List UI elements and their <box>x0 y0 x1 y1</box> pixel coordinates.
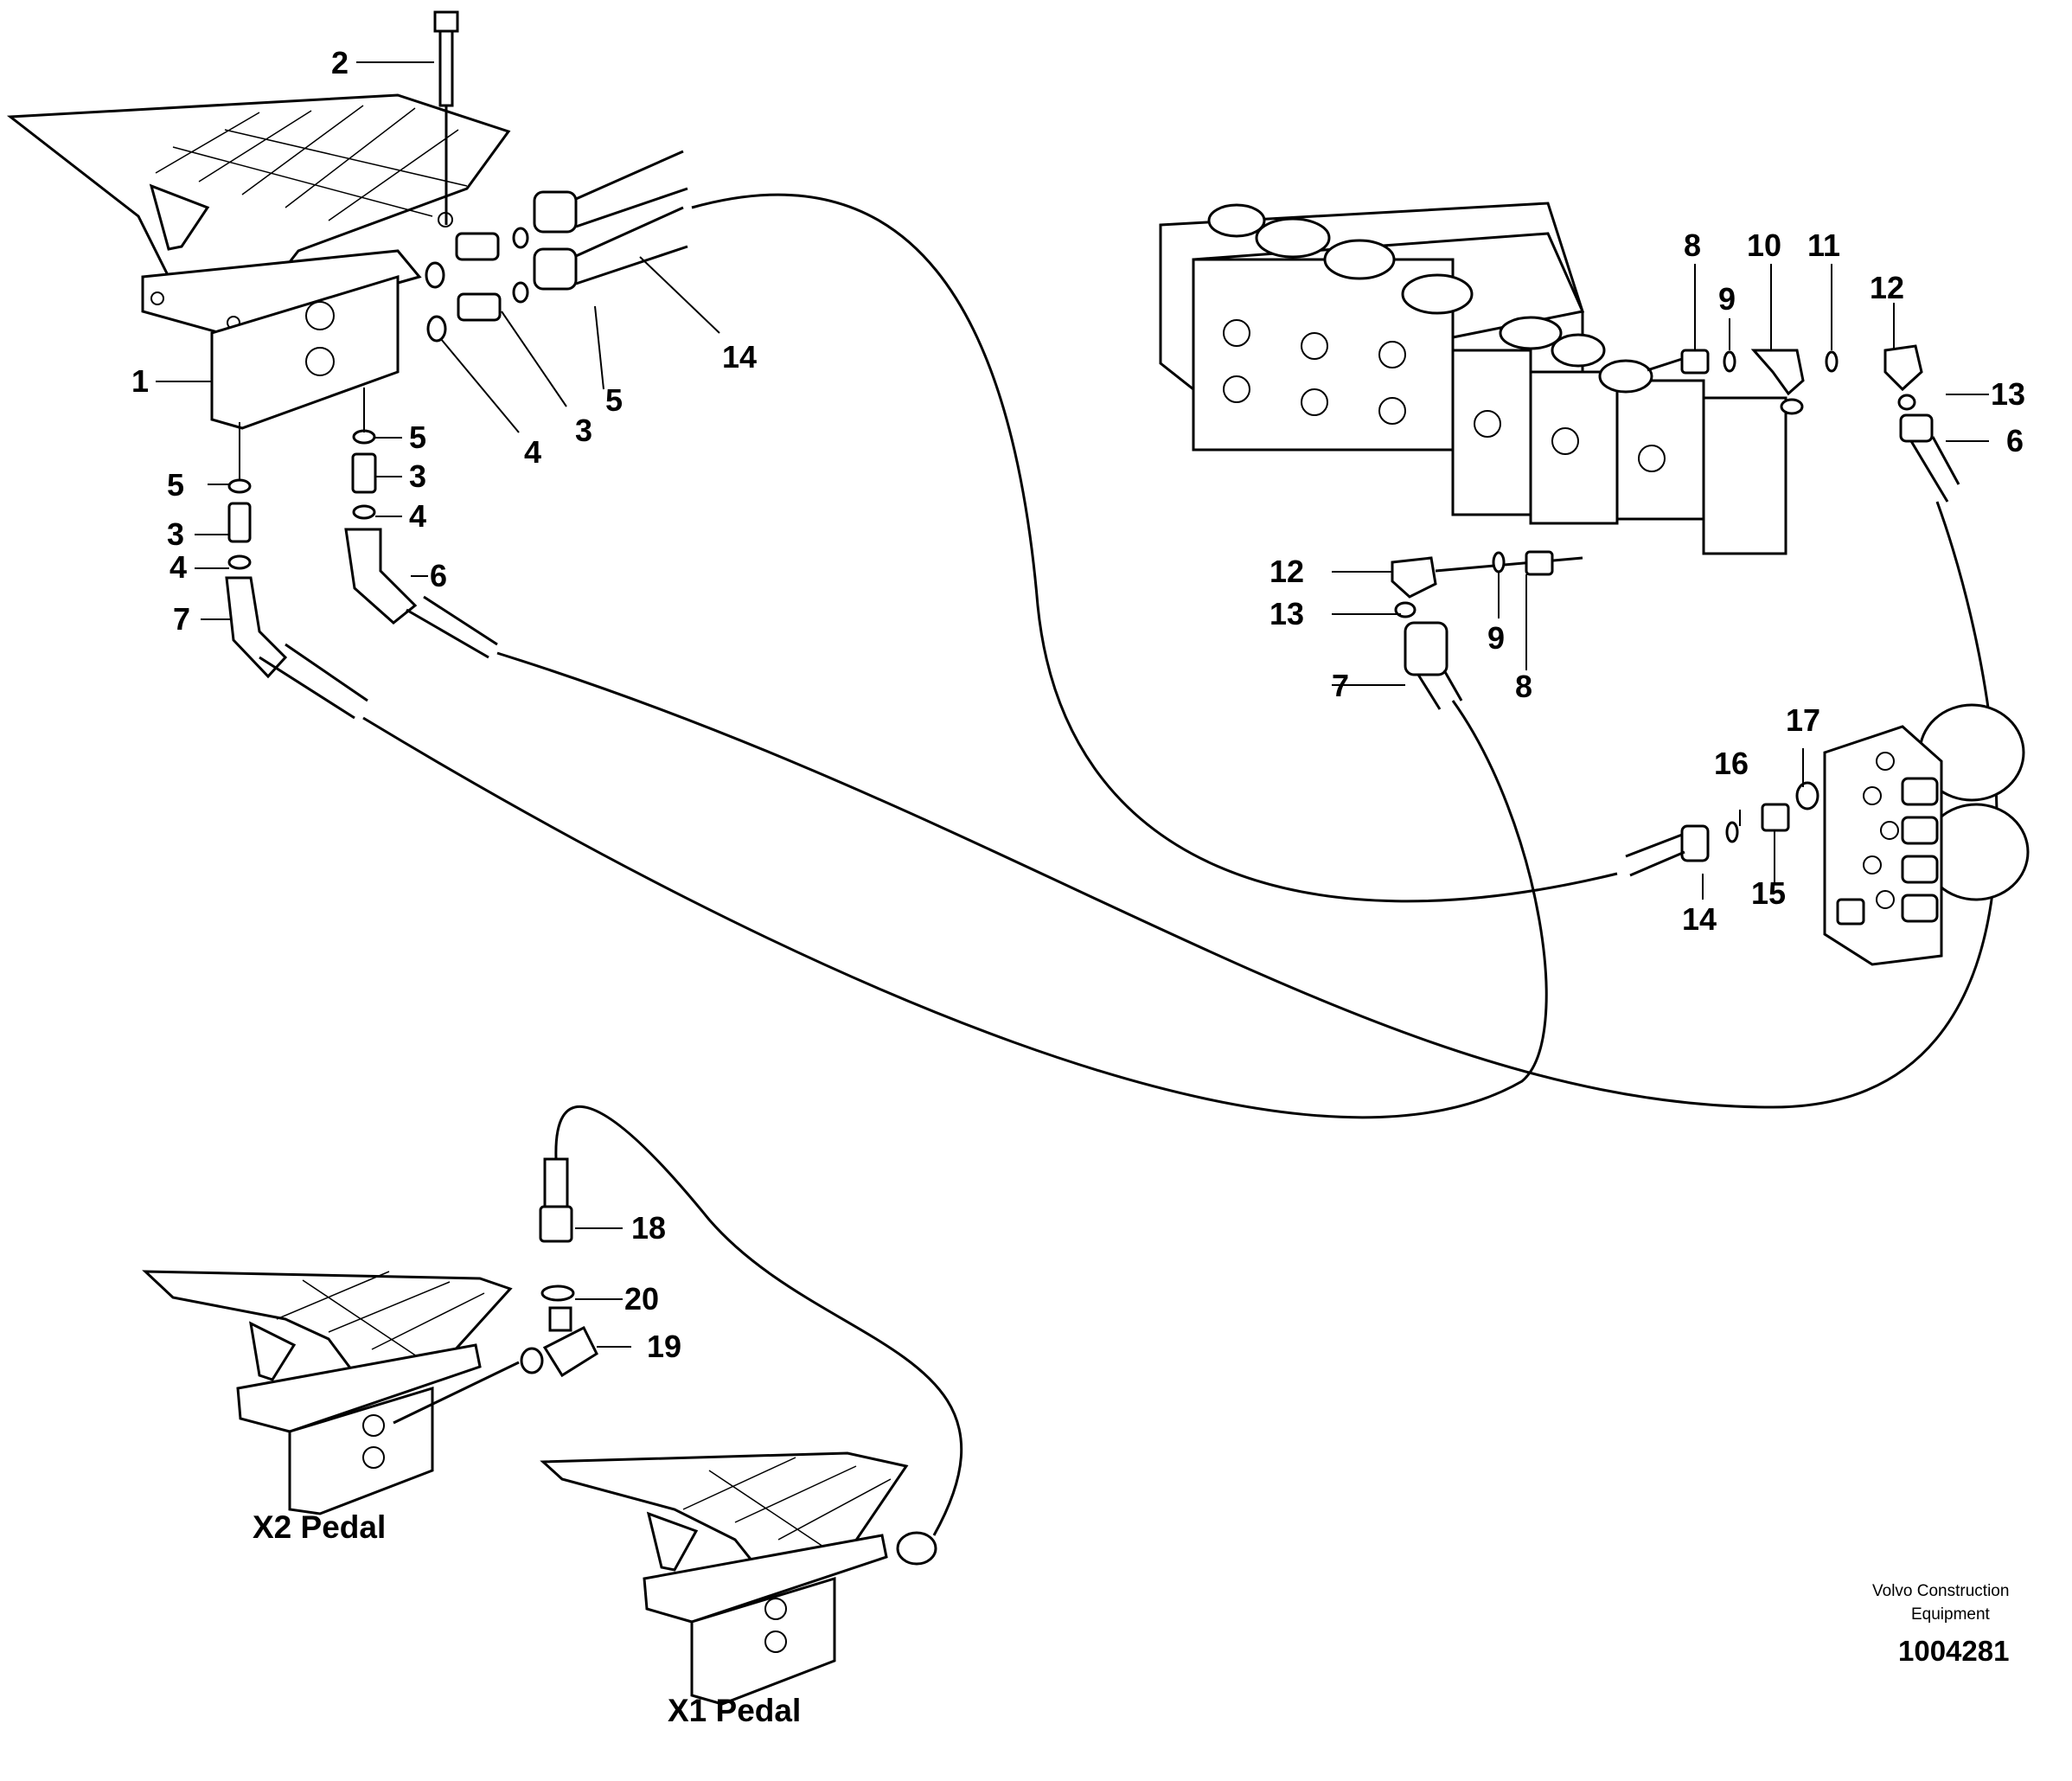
callout-9: 9 <box>1718 281 1736 317</box>
callout-8: 8 <box>1684 227 1701 263</box>
callout-labels: 2 1 14 5 3 4 5 3 4 6 5 3 4 7 8 9 10 11 1… <box>131 45 2025 1364</box>
callout-16: 16 <box>1714 746 1749 781</box>
callout-6: 6 <box>430 558 447 593</box>
callout-5: 5 <box>167 467 184 503</box>
callout-4: 4 <box>409 498 426 534</box>
callout-12: 12 <box>1870 270 1904 305</box>
x1-pedal-caption: X1 Pedal <box>668 1693 801 1728</box>
callout-17: 17 <box>1786 702 1820 738</box>
callout-12: 12 <box>1269 554 1304 589</box>
x2-pedal-icon <box>142 1270 513 1515</box>
callout-8: 8 <box>1515 669 1532 704</box>
callout-9: 9 <box>1487 620 1505 656</box>
fitting-icon <box>1680 781 1819 862</box>
footer-block: Volvo Construction Equipment 1004281 <box>1872 1582 2009 1667</box>
callout-13: 13 <box>1991 376 2025 412</box>
callout-18: 18 <box>631 1210 666 1246</box>
callout-10: 10 <box>1747 227 1781 263</box>
callout-4: 4 <box>169 549 187 585</box>
control-valve-icon <box>1159 202 1787 555</box>
callout-3: 3 <box>409 458 426 494</box>
callout-19: 19 <box>647 1329 681 1364</box>
manufacturer-line-2: Equipment <box>1911 1605 1991 1624</box>
callout-3: 3 <box>575 413 592 448</box>
hose-icon <box>575 150 688 285</box>
main-pedal-icon <box>6 93 511 430</box>
callout-5: 5 <box>605 382 623 418</box>
callout-14: 14 <box>722 339 757 375</box>
callout-4: 4 <box>524 434 541 470</box>
callout-5: 5 <box>409 420 426 455</box>
fitting-icon <box>1391 550 1583 676</box>
leader-lines <box>156 61 1989 1348</box>
callout-13: 13 <box>1269 596 1304 631</box>
callout-7: 7 <box>1332 668 1349 703</box>
fitting-icon <box>1647 344 1934 443</box>
callout-7: 7 <box>173 601 190 637</box>
hose-icon <box>259 595 498 720</box>
callout-20: 20 <box>624 1281 659 1317</box>
fitting-icon <box>520 1157 937 1566</box>
x1-pedal-icon <box>540 1451 909 1706</box>
x2-pedal-caption: X2 Pedal <box>253 1509 386 1545</box>
callout-6: 6 <box>2006 423 2024 458</box>
callout-3: 3 <box>167 516 184 552</box>
manifold-block-icon <box>1823 703 2030 966</box>
manufacturer-line-1: Volvo Construction <box>1872 1582 2009 1600</box>
bolt-icon <box>433 10 459 225</box>
callout-2: 2 <box>331 45 349 80</box>
callout-14: 14 <box>1682 901 1717 937</box>
callout-1: 1 <box>131 363 149 399</box>
drawing-number: 1004281 <box>1898 1635 2009 1667</box>
callout-15: 15 <box>1751 875 1786 911</box>
fitting-icon <box>425 190 578 343</box>
callout-11: 11 <box>1807 227 1840 263</box>
fitting-icon <box>225 429 418 679</box>
